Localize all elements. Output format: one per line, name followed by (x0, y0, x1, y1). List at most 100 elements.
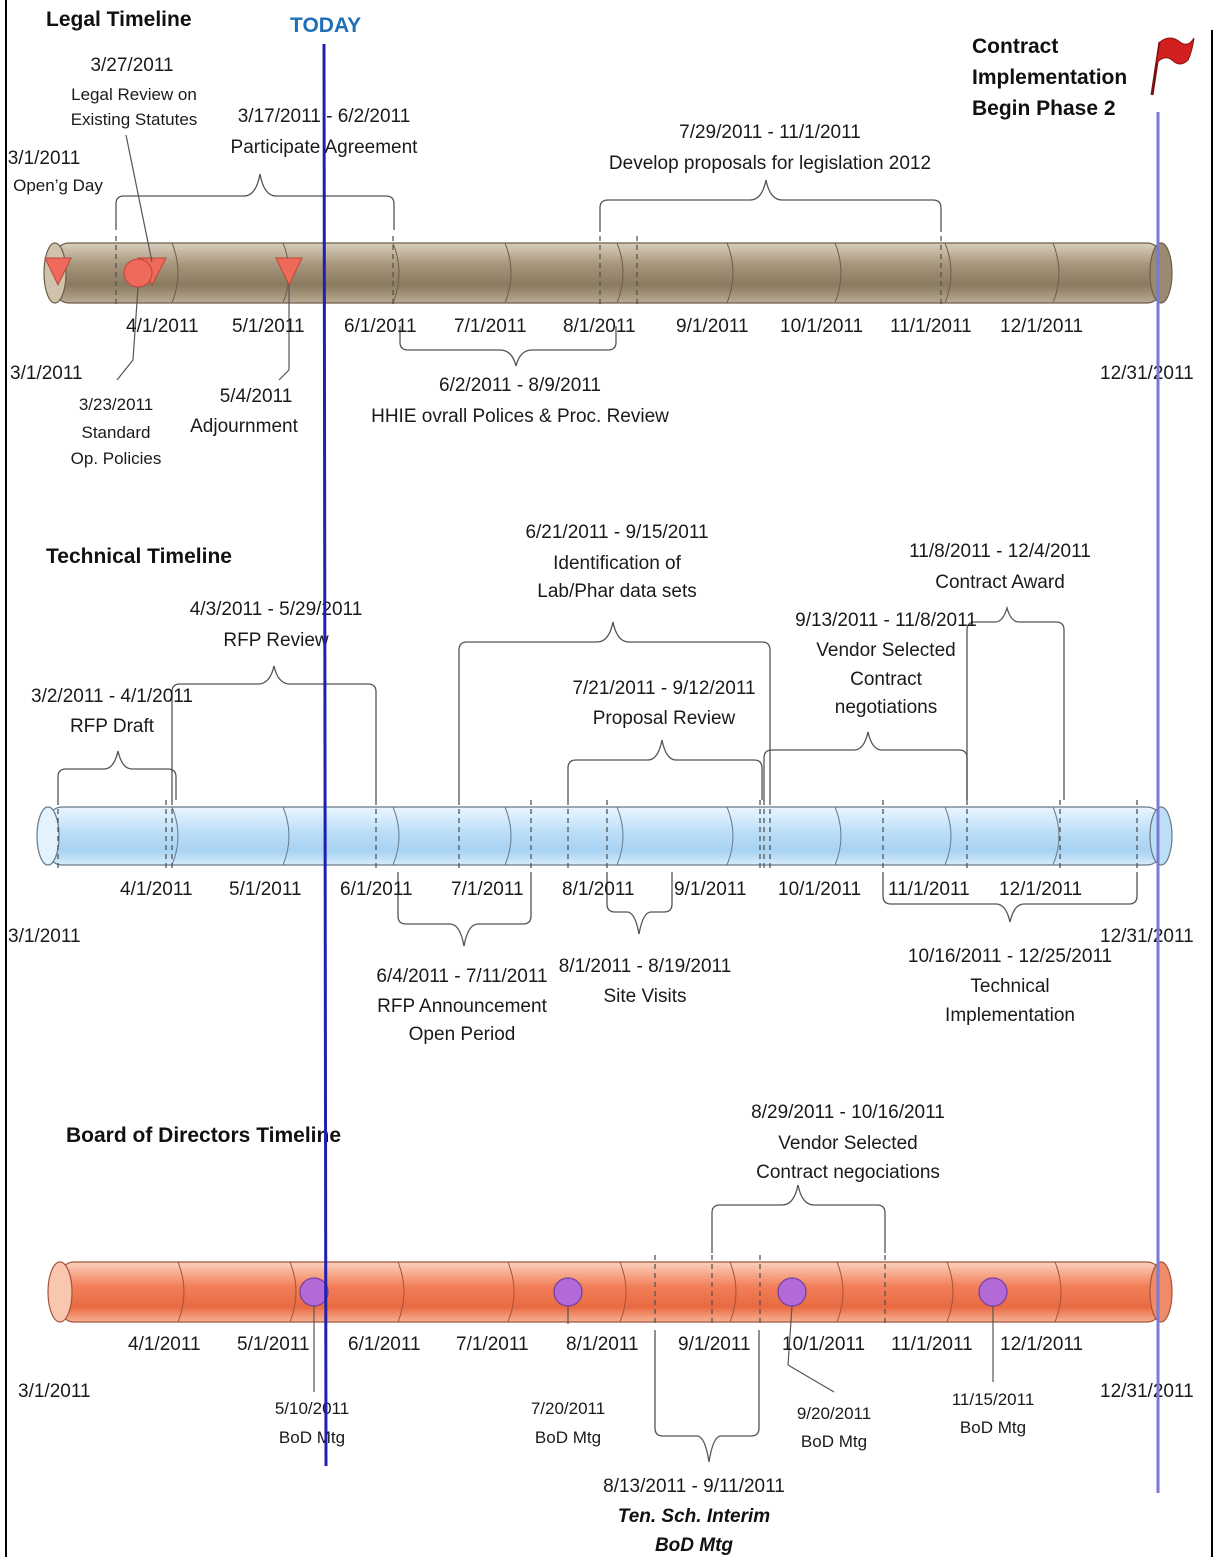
tick-label: 6/1/2011 (348, 1334, 421, 1355)
event-label: Implementation (945, 1005, 1075, 1026)
event-date: 3/27/2011 (90, 55, 173, 76)
tech-rfp-draft-brace (57, 750, 177, 800)
technical-timeline-title: Technical Timeline (46, 545, 232, 568)
tech-identification-brace (458, 621, 771, 800)
tick-label: 12/1/2011 (999, 879, 1082, 900)
tech-implementation-brace (882, 872, 1138, 923)
end-marker-line: Implementation (972, 66, 1127, 89)
start-date-label: 3/1/2011 (8, 926, 81, 947)
legal-adjournment-marker (275, 257, 303, 287)
event-date: 8/29/2011 - 10/16/2011 (751, 1102, 945, 1123)
event-date: 9/20/2011 (797, 1404, 871, 1423)
event-label: Proposal Review (593, 708, 736, 729)
event-label: RFP Review (223, 630, 329, 651)
technical-timeline-bar (36, 800, 1173, 870)
event-date: 11/8/2011 - 12/4/2011 (909, 541, 1091, 562)
legal-standard-policies-marker (123, 258, 153, 288)
event-label: Contract (850, 669, 923, 690)
event-date: 6/21/2011 - 9/15/2011 (525, 522, 708, 543)
tick-label: 11/1/2011 (890, 316, 972, 337)
tick-label: 5/1/2011 (232, 316, 305, 337)
event-date: 6/2/2011 - 8/9/2011 (439, 375, 601, 396)
tick-label: 4/1/2011 (126, 316, 199, 337)
event-label: Adjournment (190, 416, 298, 437)
board-timeline-title: Board of Directors Timeline (66, 1124, 341, 1147)
today-label: TODAY (290, 14, 361, 37)
event-date: 7/29/2011 - 11/1/2011 (679, 122, 861, 143)
tick-label: 10/1/2011 (780, 316, 863, 337)
tick-label: 4/1/2011 (120, 879, 193, 900)
bod-meeting-marker (777, 1277, 807, 1307)
start-date-label: 3/1/2011 (18, 1381, 91, 1402)
board-vendor-selected-brace (711, 1184, 886, 1253)
event-label: BoD Mtg (960, 1418, 1026, 1437)
tick-label: 8/1/2011 (566, 1334, 639, 1355)
tick-label: 9/1/2011 (674, 879, 747, 900)
event-label: Ten. Sch. Interim (618, 1506, 770, 1527)
event-label: BoD Mtg (279, 1428, 345, 1447)
event-date: 3/2/2011 - 4/1/2011 (31, 686, 193, 707)
event-label: Standard (82, 423, 151, 442)
red-flag-icon (1150, 37, 1195, 96)
tick-label: 6/1/2011 (344, 316, 417, 337)
legal-hhie-review-brace (399, 326, 617, 367)
event-date: 10/16/2011 - 12/25/2011 (908, 946, 1112, 967)
tech-contract-award-brace (966, 605, 1065, 800)
event-label: BoD Mtg (801, 1432, 867, 1451)
event-label: Vendor Selected (816, 640, 955, 661)
end-marker-line: Contract (972, 35, 1058, 58)
tick-label: 12/1/2011 (1000, 316, 1083, 337)
tech-rfp-announcement-brace (397, 872, 532, 947)
tech-site-visits-brace (606, 872, 673, 935)
event-date: 7/21/2011 - 9/12/2011 (572, 678, 755, 699)
event-label: Contract Award (935, 572, 1065, 593)
legal-develop-proposals-brace (599, 179, 942, 232)
tick-label: 8/1/2011 (563, 316, 636, 337)
tick-label: 10/1/2011 (782, 1334, 865, 1355)
tick-label: 6/1/2011 (340, 879, 413, 900)
legal-participate-brace (115, 173, 395, 230)
event-label: Op. Policies (71, 449, 162, 468)
event-date: 5/10/2011 (275, 1399, 349, 1418)
event-label: Site Visits (603, 986, 686, 1007)
tick-label: 7/1/2011 (456, 1334, 529, 1355)
tick-label: 7/1/2011 (454, 316, 527, 337)
tech-rfp-review-brace (171, 665, 377, 800)
event-date: 6/4/2011 - 7/11/2011 (376, 966, 547, 987)
event-label: Vendor Selected (778, 1133, 917, 1154)
event-label: HHIE ovrall Polices & Proc. Review (371, 406, 669, 427)
tick-label: 4/1/2011 (128, 1334, 201, 1355)
event-label: Identification of (553, 553, 682, 574)
event-label: BoD Mtg (655, 1535, 733, 1556)
tech-proposal-review-brace (567, 739, 763, 800)
end-marker-line: Begin Phase 2 (972, 97, 1116, 120)
tick-label: 11/1/2011 (888, 879, 970, 900)
bod-meeting-marker (299, 1277, 329, 1307)
event-label: Lab/Phar data sets (537, 581, 697, 602)
tick-label: 12/1/2011 (1000, 1334, 1083, 1355)
legal-timeline-title: Legal Timeline (46, 8, 192, 31)
board-interim-brace (654, 1330, 760, 1463)
event-label: Contract negociations (756, 1162, 940, 1183)
event-date: 4/3/2011 - 5/29/2011 (190, 599, 363, 620)
tick-label: 5/1/2011 (237, 1334, 310, 1355)
bod-meeting-marker (553, 1277, 583, 1307)
event-label: Technical (970, 976, 1049, 997)
legal-tick-labels: 4/1/2011 5/1/2011 6/1/2011 7/1/2011 8/1/… (10, 316, 1194, 384)
end-marker: Contract Implementation Begin Phase 2 (972, 35, 1195, 120)
start-date-label: 3/1/2011 (10, 363, 83, 384)
event-label: BoD Mtg (535, 1428, 601, 1447)
legal-opening-day-marker (44, 257, 72, 287)
event-label: Open Period (409, 1024, 516, 1045)
event-label: Develop proposals for legislation 2012 (609, 153, 931, 174)
tick-label: 10/1/2011 (778, 879, 861, 900)
tick-label: 5/1/2011 (229, 879, 302, 900)
event-label: RFP Draft (70, 716, 155, 737)
event-date: 5/4/2011 (220, 386, 293, 407)
end-date-label: 12/31/2011 (1100, 926, 1194, 947)
event-label: Open’g Day (13, 176, 103, 195)
board-timeline-bar (47, 1255, 1173, 1325)
legal-timeline-bar (43, 236, 1173, 305)
today-line (322, 43, 328, 1467)
